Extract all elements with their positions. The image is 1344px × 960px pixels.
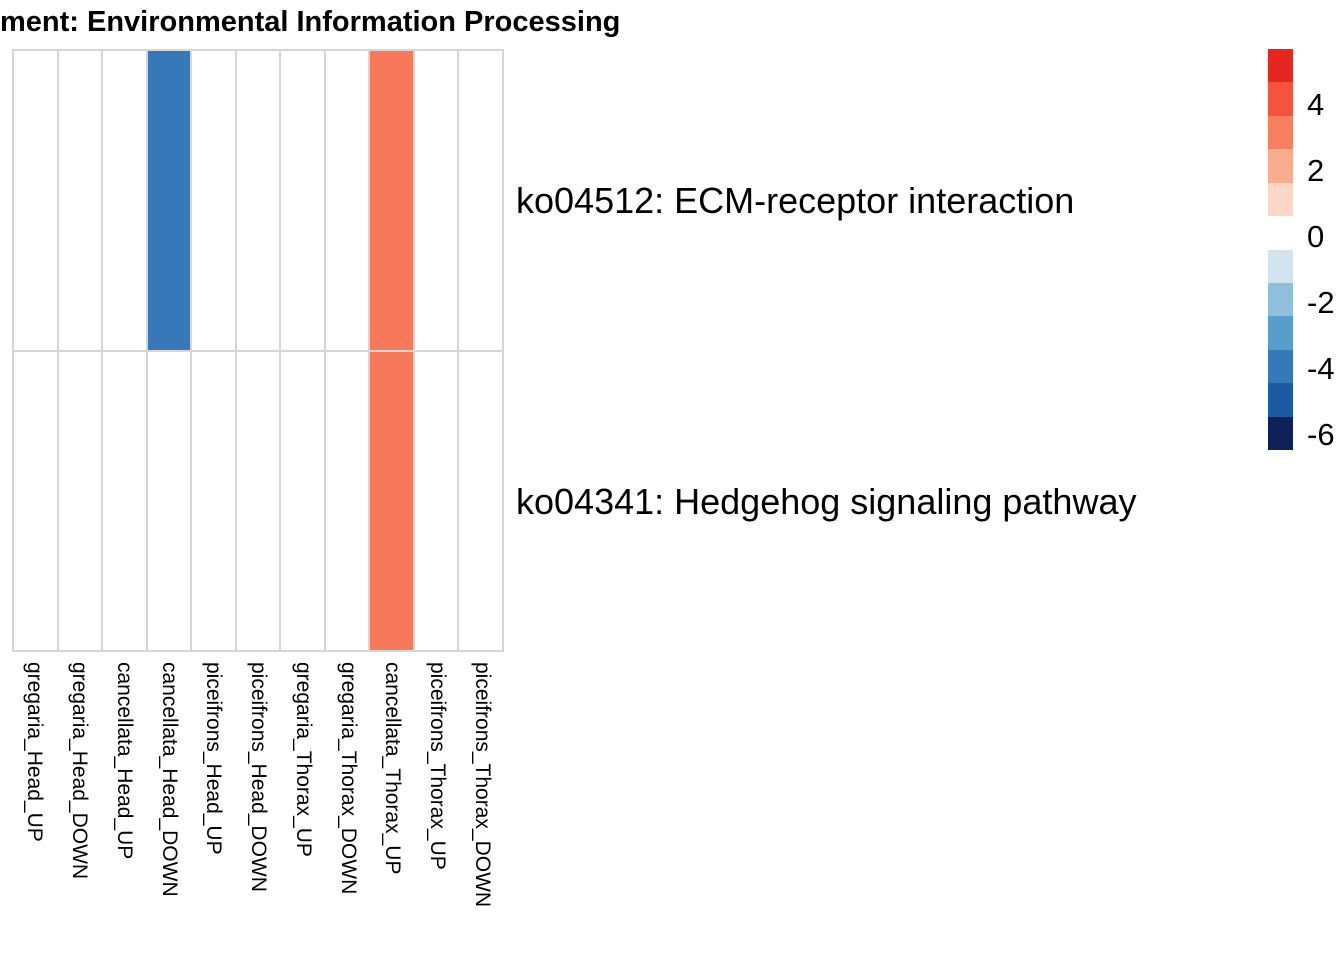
- column-label-cell: cancellata_Head_DOWN: [146, 660, 191, 955]
- legend-segment: [1268, 350, 1293, 383]
- column-label: gregaria_Head_DOWN: [68, 662, 90, 879]
- column-label-cell: gregaria_Thorax_UP: [280, 660, 325, 955]
- legend-tick-label: 4: [1307, 87, 1324, 123]
- heatmap-cell: [326, 51, 369, 350]
- column-label: piceifrons_Thorax_DOWN: [471, 662, 493, 907]
- legend-segment: [1268, 82, 1293, 115]
- heatmap-cell: [415, 51, 458, 350]
- chart-title: ment: Environmental Information Processi…: [0, 6, 620, 39]
- column-label-cell: gregaria_Head_UP: [12, 660, 57, 955]
- column-label-cell: cancellata_Thorax_UP: [370, 660, 415, 955]
- legend-segment: [1268, 116, 1293, 149]
- heatmap-cell: [326, 352, 369, 651]
- legend-segment: [1268, 216, 1293, 249]
- row-label: ko04341: Hedgehog signaling pathway: [516, 481, 1136, 523]
- legend-segment: [1268, 149, 1293, 182]
- column-labels: gregaria_Head_UP gregaria_Head_DOWN cancel…: [12, 660, 504, 955]
- legend-segment: [1268, 316, 1293, 349]
- column-label: cancellata_Head_DOWN: [158, 662, 180, 897]
- heatmap-grid: [12, 49, 504, 652]
- legend-segment: [1268, 183, 1293, 216]
- heatmap-cell: [103, 51, 146, 350]
- column-label: gregaria_Thorax_UP: [292, 662, 314, 857]
- column-label-cell: gregaria_Thorax_DOWN: [325, 660, 370, 955]
- legend-segment: [1268, 49, 1293, 82]
- heatmap-cell: [14, 352, 57, 651]
- column-label: gregaria_Thorax_DOWN: [337, 662, 359, 894]
- heatmap-cell: [148, 352, 191, 651]
- legend-tick-label: 2: [1307, 153, 1324, 189]
- heatmap-cell: [103, 352, 146, 651]
- legend-tick-label: -2: [1307, 285, 1335, 321]
- column-label-cell: gregaria_Head_DOWN: [57, 660, 102, 955]
- legend-segment: [1268, 383, 1293, 416]
- column-label: cancellata_Head_UP: [113, 662, 135, 859]
- column-label: piceifrons_Thorax_UP: [426, 662, 448, 870]
- heatmap-cell: [237, 352, 280, 651]
- column-label: cancellata_Thorax_UP: [381, 662, 403, 874]
- column-label-cell: piceifrons_Head_DOWN: [236, 660, 281, 955]
- column-label-cell: piceifrons_Head_UP: [191, 660, 236, 955]
- legend-tick-label: -4: [1307, 351, 1335, 387]
- column-label-cell: piceifrons_Thorax_UP: [415, 660, 460, 955]
- legend-segment: [1268, 250, 1293, 283]
- heatmap-cell: [237, 51, 280, 350]
- heatmap-cell: [459, 352, 502, 651]
- column-label-cell: cancellata_Head_UP: [101, 660, 146, 955]
- legend-segment: [1268, 417, 1293, 450]
- legend-segment: [1268, 283, 1293, 316]
- heatmap-cell: [192, 51, 235, 350]
- legend-colorbar: [1268, 49, 1293, 450]
- column-label: gregaria_Head_UP: [23, 662, 45, 842]
- legend-tick-label: -6: [1307, 417, 1335, 453]
- heatmap-cell: [192, 352, 235, 651]
- heatmap-cell: [14, 51, 57, 350]
- row-label: ko04512: ECM-receptor interaction: [516, 180, 1074, 222]
- heatmap-cell: [281, 352, 324, 651]
- heatmap-cell: [370, 352, 413, 651]
- column-label: piceifrons_Head_UP: [202, 662, 224, 855]
- heatmap-cell: [459, 51, 502, 350]
- column-label-cell: piceifrons_Thorax_DOWN: [459, 660, 504, 955]
- heatmap-cell: [281, 51, 324, 350]
- column-label: piceifrons_Head_DOWN: [247, 662, 269, 892]
- heatmap-cell: [148, 51, 191, 350]
- heatmap-cell: [59, 352, 102, 651]
- heatmap-cell: [59, 51, 102, 350]
- heatmap-cell: [370, 51, 413, 350]
- legend-tick-label: 0: [1307, 219, 1324, 255]
- heatmap-cell: [415, 352, 458, 651]
